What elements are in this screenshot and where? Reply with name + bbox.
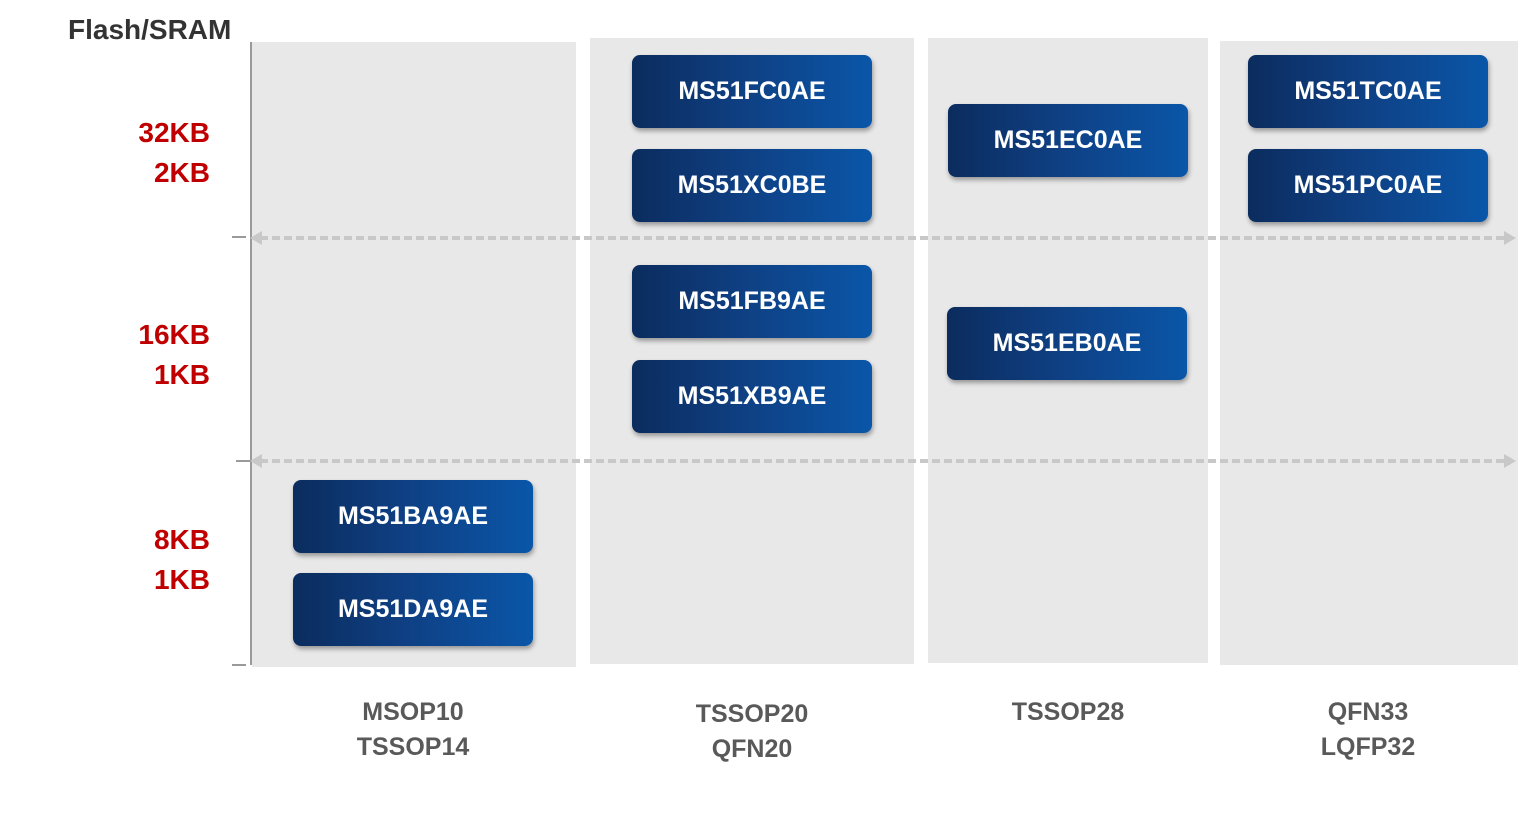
package-name: LQFP32 <box>1320 733 1416 761</box>
arrow-left-icon <box>250 454 262 468</box>
package-column-qfn33 <box>1220 41 1518 665</box>
arrow-right-icon <box>1504 231 1516 245</box>
arrow-right-icon <box>1504 454 1516 468</box>
package-name: TSSOP20 <box>695 700 809 728</box>
package-label-tssop28: TSSOP28 <box>918 695 1218 730</box>
chip-ms51ba9ae: MS51BA9AE <box>293 480 533 553</box>
chip-ms51tc0ae: MS51TC0AE <box>1248 55 1488 128</box>
y-axis-tick-bottom <box>232 664 246 666</box>
arrow-left-icon <box>250 231 262 245</box>
chip-ms51xb9ae: MS51XB9AE <box>632 360 872 433</box>
chip-ms51fb9ae: MS51FB9AE <box>632 265 872 338</box>
package-name: TSSOP14 <box>356 733 470 761</box>
y-axis <box>250 42 252 665</box>
chip-ms51xc0be: MS51XC0BE <box>632 149 872 222</box>
y-axis-tick-middle <box>236 460 250 462</box>
flash-size: 16KB <box>138 319 210 350</box>
flash-size: 32KB <box>138 117 210 148</box>
dashed-line <box>260 459 1504 463</box>
package-label-msop10: MSOP10 TSSOP14 <box>263 695 563 765</box>
package-label-tssop20: TSSOP20 QFN20 <box>602 697 902 767</box>
dashed-line <box>260 236 1504 240</box>
y-axis-tick-top <box>232 236 246 238</box>
sram-size: 1KB <box>153 359 210 390</box>
package-name: QFN20 <box>711 735 793 763</box>
package-column-msop10 <box>252 42 576 667</box>
axis-title: Flash/SRAM <box>68 14 232 45</box>
chip-ms51eb0ae: MS51EB0AE <box>947 307 1187 380</box>
sram-size: 1KB <box>153 564 210 595</box>
package-label-qfn33: QFN33 LQFP32 <box>1218 695 1518 765</box>
package-name: TSSOP28 <box>1011 698 1125 726</box>
sram-size: 2KB <box>153 157 210 188</box>
package-column-tssop20 <box>590 38 914 664</box>
memory-tier-label-16kb: 16KB 1KB <box>138 315 210 395</box>
memory-tier-label-32kb: 32KB 2KB <box>138 113 210 193</box>
flash-size: 8KB <box>153 524 210 555</box>
memory-tier-label-8kb: 8KB 1KB <box>154 520 210 600</box>
chip-ms51ec0ae: MS51EC0AE <box>948 104 1188 177</box>
package-name: QFN33 <box>1327 698 1409 726</box>
chip-ms51da9ae: MS51DA9AE <box>293 573 533 646</box>
package-name: MSOP10 <box>362 698 464 726</box>
chip-ms51fc0ae: MS51FC0AE <box>632 55 872 128</box>
chip-ms51pc0ae: MS51PC0AE <box>1248 149 1488 222</box>
